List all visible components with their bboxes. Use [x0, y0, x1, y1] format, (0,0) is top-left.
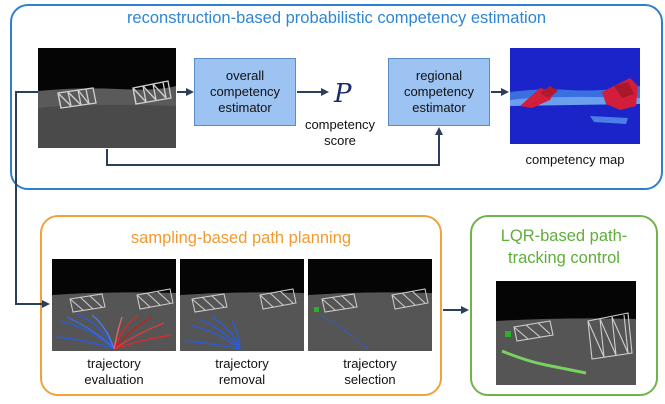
competency-score-symbol: P — [334, 79, 352, 109]
trajectory-evaluation-caption: trajectory evaluation — [52, 356, 176, 388]
path-planning-panel — [40, 215, 442, 396]
path-tracking-image — [496, 281, 636, 385]
competency-score-label: competency score — [296, 117, 384, 149]
trajectory-selection-image — [308, 259, 432, 351]
selection-caption-line2: selection — [344, 372, 396, 387]
competency-map-label: competency map — [525, 152, 625, 167]
tracking-control-title-line2: tracking control — [508, 249, 620, 267]
overall-estimator-line3: estimator — [218, 100, 272, 115]
tracking-control-title-line1: LQR-based path- — [500, 227, 628, 245]
trajectory-removal-caption: trajectory removal — [180, 356, 304, 388]
selection-caption-line1: trajectory — [343, 356, 397, 371]
score-label-line1: competency — [304, 117, 376, 132]
regional-estimator-line3: estimator — [412, 100, 466, 115]
path-planning-title: sampling-based path planning — [130, 229, 352, 247]
evaluation-caption-line2: evaluation — [84, 372, 144, 387]
regional-estimator-line1: regional — [415, 68, 463, 83]
regional-competency-estimator: regional competency estimator — [388, 58, 490, 126]
overall-estimator-line1: overall — [225, 68, 265, 83]
removal-caption-line2: removal — [218, 372, 266, 387]
removal-caption-line1: trajectory — [215, 356, 269, 371]
tracking-control-title: LQR-based path- tracking control — [470, 225, 658, 269]
overall-estimator-line2: competency — [209, 84, 281, 99]
tracking-control-panel — [470, 215, 658, 396]
regional-estimator-line2: competency — [403, 84, 475, 99]
trajectory-removal-image — [180, 259, 304, 351]
score-label-line2: score — [324, 133, 356, 148]
input-scene-image — [38, 48, 176, 148]
trajectory-evaluation-image — [52, 259, 176, 351]
competency-estimation-panel — [10, 4, 663, 190]
evaluation-caption-line1: trajectory — [87, 356, 141, 371]
competency-estimation-title: reconstruction-based probabilistic compe… — [126, 9, 547, 27]
competency-map-image — [510, 48, 640, 144]
overall-competency-estimator: overall competency estimator — [194, 58, 296, 126]
trajectory-selection-caption: trajectory selection — [308, 356, 432, 388]
